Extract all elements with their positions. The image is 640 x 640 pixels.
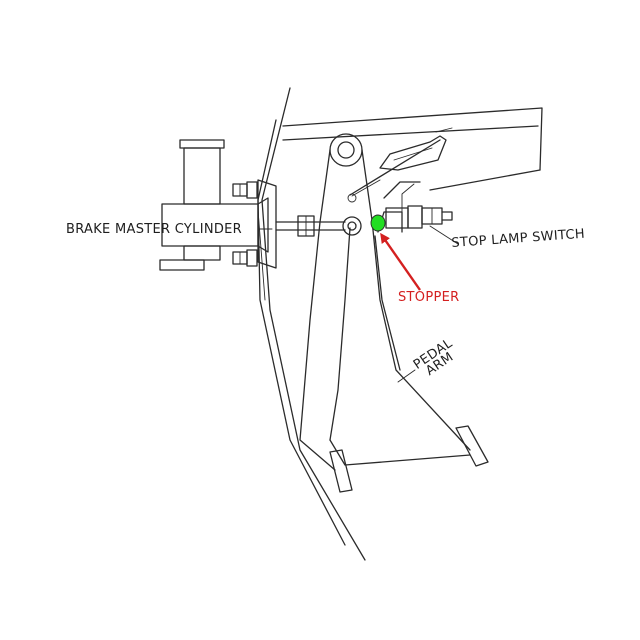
brake-master-cylinder-label: BRAKE MASTER CYLINDER <box>66 222 243 237</box>
stopper-label: STOPPER <box>398 290 460 305</box>
stopper-highlight <box>371 215 385 231</box>
stopper-outline <box>370 214 386 232</box>
stop-lamp-switch <box>377 181 453 233</box>
pedal-arm <box>299 133 489 493</box>
return-spring <box>349 127 453 196</box>
leader-stop-lamp-switch <box>429 225 459 245</box>
leader-pedal-arm <box>397 369 416 383</box>
stopper-arrow <box>380 232 421 291</box>
firewall-outline <box>257 87 543 561</box>
master-cylinder <box>159 139 346 271</box>
